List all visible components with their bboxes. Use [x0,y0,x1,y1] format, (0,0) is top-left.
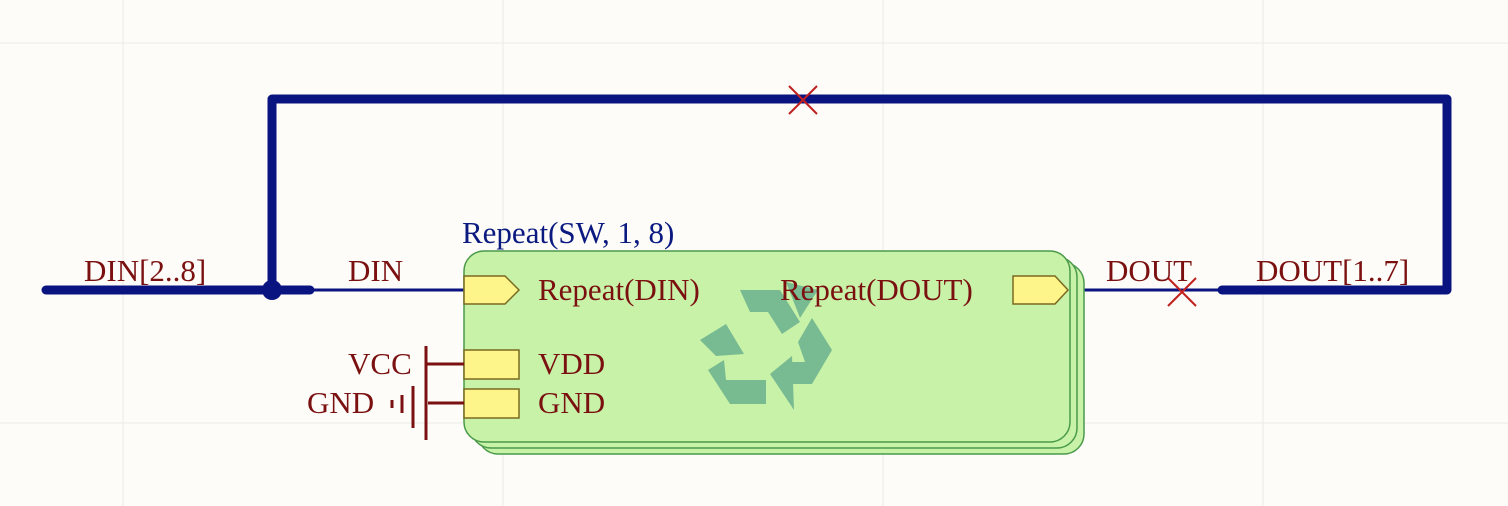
dout-net-label[interactable]: DOUT [1106,253,1192,288]
vdd-sheet-entry[interactable] [463,349,520,380]
dout-bus-label[interactable]: DOUT[1..7] [1256,253,1409,288]
din-bus-label[interactable]: DIN[2..8] [84,253,206,288]
output-entry-label: Repeat(DOUT) [780,272,973,307]
sheet-symbol[interactable] [463,250,1085,455]
output-sheet-entry[interactable] [1012,275,1070,305]
sheet-designator: Repeat(SW, 1, 8) [462,215,674,250]
vcc-label: VCC [348,346,412,381]
recycle-icon [700,282,832,410]
no-erc-marker[interactable] [1167,277,1197,307]
input-sheet-entry[interactable] [463,275,521,305]
input-entry-label: Repeat(DIN) [538,272,700,307]
vdd-entry-label: VDD [538,346,605,381]
vcc-power-port[interactable] [424,346,464,382]
bus-junction [262,280,282,300]
gnd-power-port[interactable] [390,382,464,440]
gnd-label: GND [307,385,374,420]
no-erc-marker[interactable] [788,85,818,115]
gnd-sheet-entry[interactable] [463,388,520,419]
din-net-label[interactable]: DIN [348,253,403,288]
gnd-entry-label: GND [538,385,605,420]
